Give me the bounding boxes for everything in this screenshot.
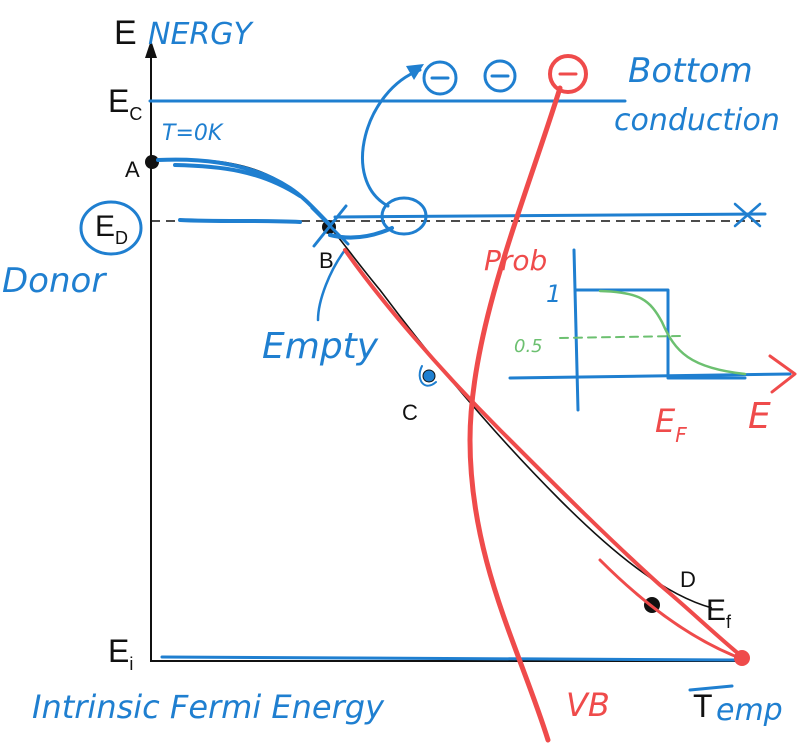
y-axis-label: E [114,14,137,52]
t-ok-handwritten: T=0K [162,121,224,146]
handwritten-text: NERGY T=0K Donor Empty Bottom conduction… [2,17,783,728]
electron-arrow-head [406,64,424,80]
inset-y-axis [572,248,580,412]
temp-underline [688,684,734,692]
red-electron-icon [548,54,588,94]
ei-label-sub: i [129,654,133,674]
cross-mark-b [310,204,350,248]
prob-handwritten: Prob [484,244,547,277]
inset-x-ef-label: EF [655,402,687,447]
intrinsic-level-line [160,655,737,662]
inset-x-e-label: E [748,396,771,437]
curve-highlight-blue-b [178,218,394,240]
empty-handwritten: Empty [262,326,379,367]
empty-pointer-line [316,248,347,322]
inset-x-axis [508,372,792,380]
ef-label-main: E [706,594,726,627]
ec-label: EC [108,83,142,124]
electron-circle [380,196,428,236]
ed-circle [79,200,143,256]
blue-annotations [79,59,797,692]
point-c-marker [418,365,437,387]
point-b-label: B [319,248,334,273]
point-d-label: D [680,567,696,592]
inset-green [559,289,747,376]
point-c-label: C [402,400,418,425]
temp-endpoint-dot [734,650,750,666]
ei-label-main: E [108,633,129,669]
electron-1-icon [422,60,458,96]
ed-label: ED [95,210,128,248]
ed-label-sub: D [115,228,128,248]
intrinsic-handwritten: Intrinsic Fermi Energy [32,688,385,726]
point-c-dot [422,369,436,383]
inset-y-half-label: 0.5 [514,336,543,357]
ed-label-main: E [95,210,115,243]
point-a-dot [145,155,159,169]
fermi-curve-red-overlay [343,248,742,657]
x-axis-label: T [693,688,713,724]
fermi-curve-red-tail [598,558,747,662]
ef-label: Ef [706,594,732,632]
ec-label-main: E [108,83,129,119]
inset-half-dashed [559,335,681,339]
conduction-handwritten: conduction [614,103,780,138]
donor-level-blue-line [333,212,767,219]
electron-excitation-arrow [361,68,422,208]
inset-fermi-dirac-curve [598,289,747,376]
y-axis-arrow [145,40,157,58]
point-a-label: A [125,157,140,182]
electron-2-icon [483,59,517,93]
inset-y-one-label: 1 [546,280,561,308]
inset-x-arrow [768,354,797,394]
inset-x-ef-sub: F [675,423,687,447]
donor-handwritten: Donor [2,261,107,301]
donor-level-end-mark [733,202,762,228]
band-curve-red [467,85,563,743]
fermi-energy-curve [150,158,713,609]
inset-step-function [574,288,747,380]
inset-x-ef-main: E [655,402,676,440]
vb-handwritten: VB [566,686,610,724]
red-annotations [343,54,750,743]
energy-handwritten: NERGY [148,17,254,52]
temp-handwritten: emp [716,693,783,728]
ei-label: Ei [108,633,133,674]
ef-label-sub: f [726,612,732,632]
bottom-handwritten: Bottom [628,51,753,91]
ec-label-sub: C [129,104,142,124]
curve-highlight-blue [156,157,332,227]
